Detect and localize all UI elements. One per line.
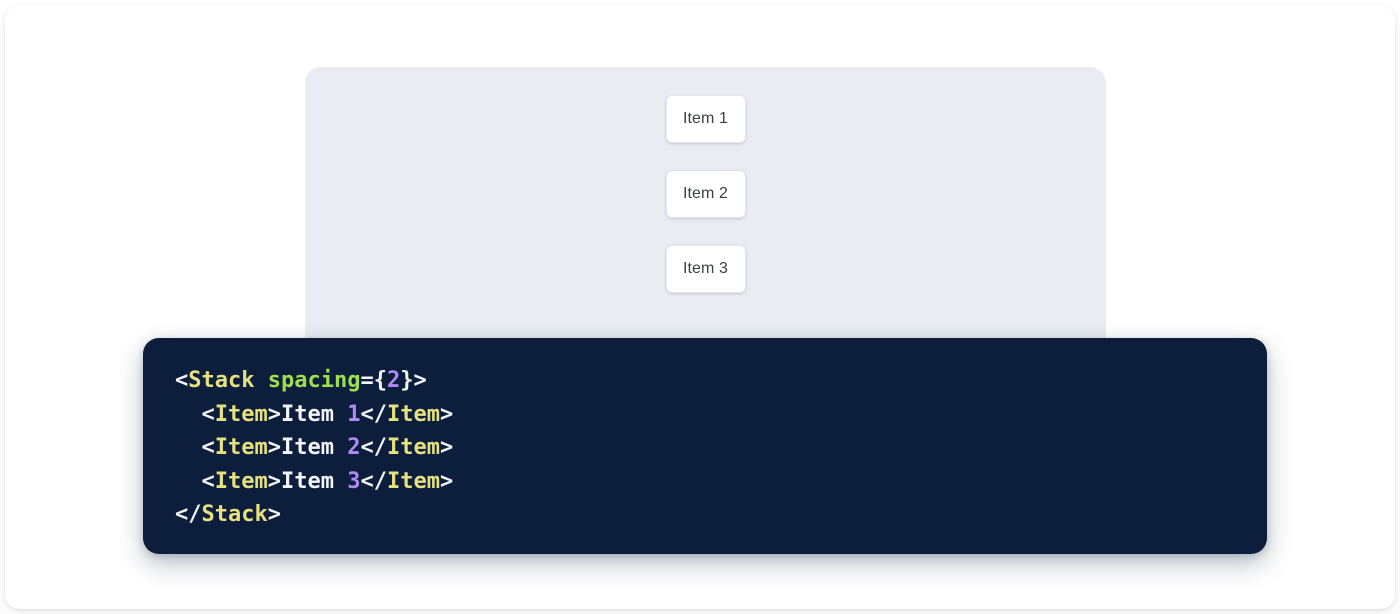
code-token-punct: }>	[400, 368, 427, 393]
code-token-tag: Item	[386, 435, 440, 460]
code-token-punct: >	[267, 435, 281, 460]
stack-item[interactable]: Item 2	[665, 170, 746, 218]
code-token-tag: Item	[214, 435, 268, 460]
code-token-tag: Stack	[201, 502, 268, 527]
code-token-tag: Item	[386, 401, 440, 427]
code-token-punct: <	[175, 368, 189, 393]
code-token-punct: <	[201, 401, 215, 427]
stack-item-label: Item 1	[682, 110, 729, 127]
code-token-punct: <	[201, 468, 215, 494]
stack-item[interactable]: Item 1	[665, 95, 746, 143]
code-token-tag: Item	[386, 468, 440, 494]
code-token-tag: Stack	[188, 368, 255, 393]
code-token-attr: spacing	[267, 368, 361, 393]
code-block[interactable]: <Stack spacing={2}> <Item>Item 1</Item> …	[175, 364, 1235, 532]
code-token-punct: <	[201, 435, 215, 460]
code-line: <Item>Item 1</Item>	[175, 401, 454, 427]
code-token-punct: >	[439, 435, 454, 460]
code-token-text: Item	[280, 435, 348, 460]
code-token-num: 2	[347, 435, 361, 460]
code-token-punct: >	[439, 401, 454, 427]
code-token-punct: </	[360, 435, 387, 460]
code-token-punct: >	[439, 468, 454, 494]
code-line: </Stack>	[175, 502, 281, 527]
code-token-text: Item	[280, 468, 348, 494]
code-token-tag: Item	[214, 401, 268, 427]
stack-container: Item 1 Item 2 Item 3	[305, 67, 1106, 293]
code-token-punct	[254, 368, 267, 393]
stack-item-label: Item 2	[682, 185, 729, 202]
code-token-punct: </	[360, 401, 387, 427]
code-token-num: 1	[347, 401, 361, 427]
code-line: <Stack spacing={2}>	[175, 368, 427, 393]
code-line: <Item>Item 2</Item>	[175, 435, 454, 460]
stack-item[interactable]: Item 3	[665, 245, 746, 293]
code-line: <Item>Item 3</Item>	[175, 468, 454, 494]
code-token-punct: >	[267, 502, 281, 527]
code-snippet-panel[interactable]: <Stack spacing={2}> <Item>Item 1</Item> …	[143, 338, 1267, 554]
code-token-punct: >	[267, 401, 281, 427]
code-token-tag: Item	[214, 468, 268, 494]
code-token-punct: >	[267, 468, 281, 494]
code-token-text: Item	[280, 401, 348, 427]
code-token-num: 3	[347, 468, 361, 494]
code-token-punct: ={	[360, 368, 387, 393]
code-token-num: 2	[386, 368, 401, 393]
stack-item-label: Item 3	[682, 260, 729, 277]
code-token-punct: </	[175, 502, 202, 527]
code-token-punct: </	[360, 468, 387, 494]
